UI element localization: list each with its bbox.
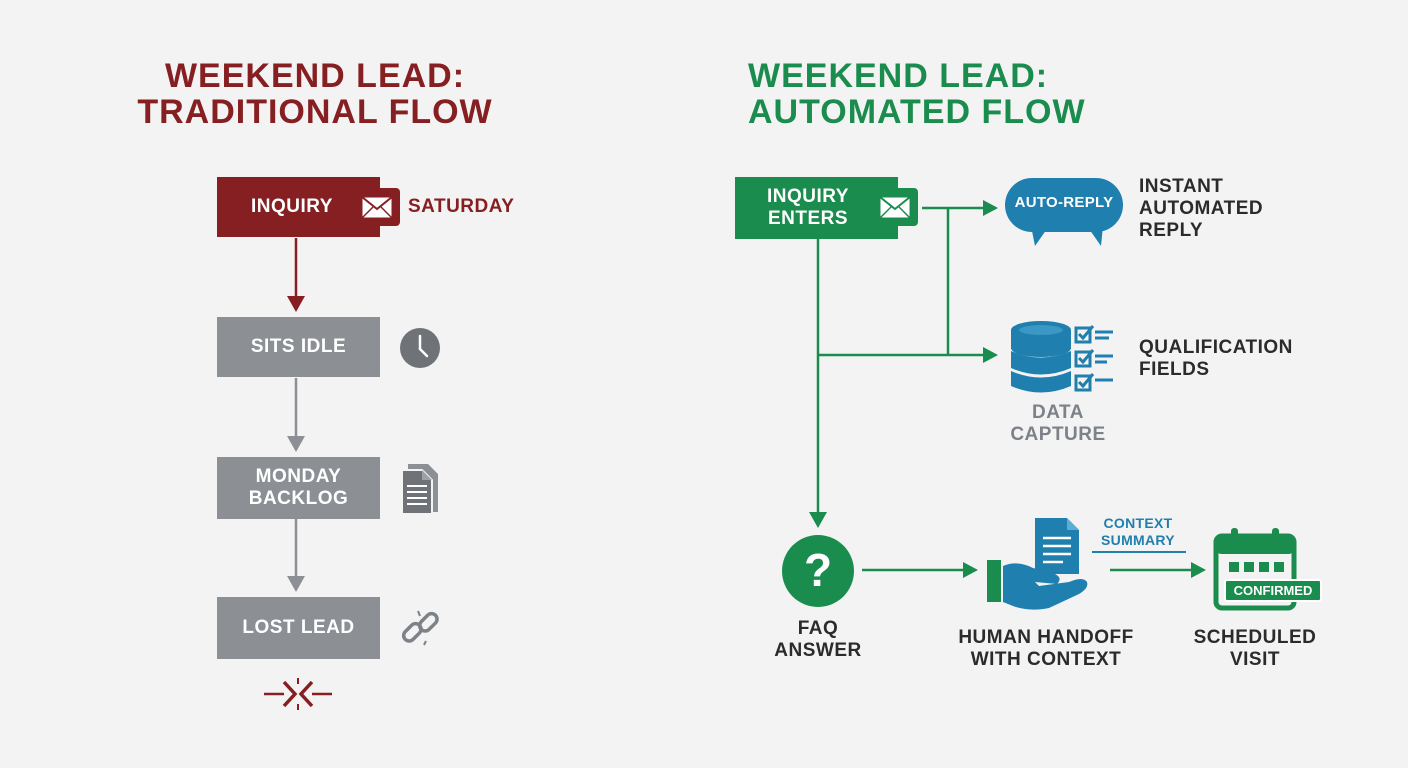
traditional-title: WEEKEND LEAD: TRADITIONAL FLOW [110,58,520,130]
calendar-icon [1213,528,1297,611]
envelope-icon [361,196,393,219]
instant-automated-reply-label: INSTANT AUTOMATED REPLY [1139,176,1264,241]
lost-lead-box: LOST LEAD [217,597,380,659]
automated-inquiry-box: INQUIRY ENTERS [735,177,898,239]
automated-title-line2: AUTOMATED FLOW [748,93,1086,131]
context-summary-label: CONTEXT SUMMARY [1101,515,1175,548]
broken-path-icon [264,678,332,710]
envelope-icon [879,196,911,219]
automated-title-line1: WEEKEND LEAD: [748,57,1049,95]
traditional-connectors [287,238,305,592]
sits-idle-box: SITS IDLE [217,317,380,377]
automated-title: WEEKEND LEAD: AUTOMATED FLOW [748,58,1086,130]
document-icon [401,464,438,515]
sits-idle-label: SITS IDLE [250,336,347,357]
confirmed-badge-label: CONFIRMED [1233,583,1313,598]
speech-bubble-icon [1005,178,1123,246]
traditional-title-line2: TRADITIONAL FLOW [137,93,493,131]
traditional-title-line1: WEEKEND LEAD: [164,57,466,95]
monday-backlog-box: MONDAY BACKLOG [217,457,380,519]
human-handoff-label: HUMAN HANDOFF WITH CONTEXT [958,627,1134,670]
automated-envelope-tab [872,188,918,226]
scheduled-visit-label: SCHEDULED VISIT [1193,627,1317,670]
faq-answer-label: FAQ ANSWER [774,618,862,661]
auto-reply-bubble-label: AUTO-REPLY [1014,194,1114,211]
broken-link-icon [401,610,439,646]
monday-backlog-label: MONDAY BACKLOG [248,466,349,509]
question-icon: ? [782,535,854,607]
lost-lead-label: LOST LEAD [242,617,355,638]
confirmed-badge: CONFIRMED [1224,579,1322,602]
automated-inquiry-label: INQUIRY ENTERS [767,186,849,229]
traditional-envelope-tab [352,188,400,226]
checklist-icon [1074,325,1113,392]
svg-text:?: ? [804,544,832,596]
qualification-fields-label: QUALIFICATION FIELDS [1139,337,1293,380]
saturday-label: SATURDAY [408,196,515,217]
traditional-inquiry-label: INQUIRY [251,196,333,217]
clock-icon [400,328,440,368]
database-icon [1011,321,1071,393]
hand-document-icon [987,518,1088,610]
data-capture-label: DATA CAPTURE [1010,402,1106,445]
